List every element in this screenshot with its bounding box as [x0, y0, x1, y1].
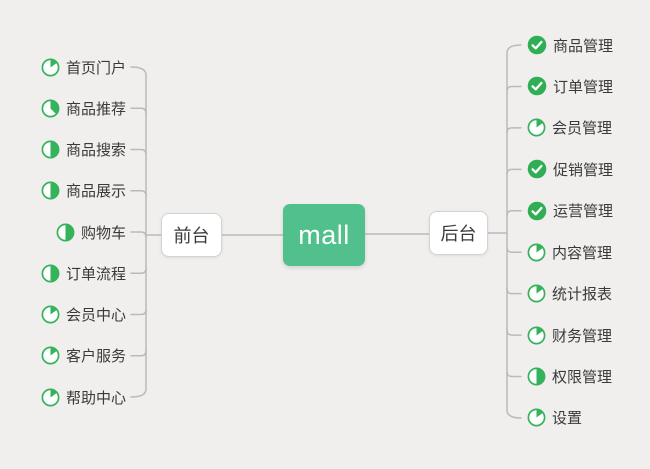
branch-node-right[interactable]: 促销管理	[527, 158, 613, 180]
progress-pie-icon	[41, 305, 60, 324]
progress-pie-icon	[56, 223, 75, 241]
node-label: 运营管理	[553, 203, 614, 221]
branch-node-right[interactable]: 会员管理	[527, 117, 612, 139]
progress-pie-icon	[41, 264, 60, 283]
node-label: 财务管理	[552, 327, 613, 345]
node-label: 购物车	[80, 224, 126, 242]
progress-pie-icon	[41, 388, 60, 406]
branch-node-left[interactable]: 购物车	[56, 221, 126, 243]
progress-pie-icon	[527, 409, 546, 427]
branch-node-left[interactable]: 会员中心	[41, 304, 126, 326]
branch-node-left[interactable]: 首页门户	[41, 56, 126, 78]
branch-node-left[interactable]: 商品搜索	[41, 139, 126, 161]
branch-node-right[interactable]: 设置	[527, 407, 582, 429]
node-label: 商品展示	[65, 183, 126, 201]
node-label: 促销管理	[553, 161, 614, 179]
node-label: 订单管理	[553, 78, 614, 96]
branch-node-left[interactable]: 订单流程	[41, 262, 126, 284]
node-label: 商品管理	[553, 37, 614, 55]
branch-node-left[interactable]: 帮助中心	[41, 386, 126, 408]
node-label: 设置	[552, 410, 583, 428]
node-label: 帮助中心	[65, 389, 126, 407]
progress-pie-icon	[41, 140, 60, 159]
node-label: 客户服务	[65, 348, 126, 366]
node-backend[interactable]: 后台	[429, 211, 488, 255]
node-mall-label: mall	[298, 219, 350, 250]
check-circle-icon	[527, 77, 547, 96]
progress-pie-icon	[527, 326, 546, 345]
progress-pie-icon	[41, 99, 60, 118]
check-circle-icon	[527, 201, 547, 221]
branch-node-right[interactable]: 统计报表	[527, 283, 612, 305]
node-label: 权限管理	[552, 369, 613, 387]
node-backend-label: 后台	[440, 224, 477, 244]
progress-pie-icon	[41, 58, 60, 76]
node-label: 会员中心	[65, 307, 126, 324]
branch-node-left[interactable]: 商品展示	[41, 180, 126, 202]
node-frontend-label: 前台	[173, 226, 210, 246]
node-mall-root[interactable]: mall	[283, 204, 365, 266]
node-label: 统计报表	[552, 286, 613, 304]
node-label: 内容管理	[552, 244, 613, 262]
progress-pie-icon	[41, 181, 60, 200]
branch-node-left[interactable]: 商品推荐	[41, 97, 126, 119]
progress-pie-icon	[527, 284, 546, 303]
progress-pie-icon	[41, 346, 60, 365]
node-label: 会员管理	[552, 120, 613, 138]
check-circle-icon	[527, 35, 547, 55]
branch-node-right[interactable]: 运营管理	[527, 200, 613, 222]
node-label: 商品搜索	[65, 142, 126, 159]
node-label: 商品推荐	[65, 100, 126, 118]
check-circle-icon	[527, 160, 547, 179]
progress-pie-icon	[527, 367, 546, 386]
branch-node-right[interactable]: 商品管理	[527, 34, 613, 56]
node-label: 首页门户	[65, 59, 126, 77]
branch-node-right[interactable]: 内容管理	[527, 241, 612, 263]
progress-pie-icon	[527, 118, 546, 137]
branch-node-right[interactable]: 订单管理	[527, 75, 613, 97]
branch-node-right[interactable]: 权限管理	[527, 366, 612, 388]
branch-node-right[interactable]: 财务管理	[527, 324, 612, 346]
node-label: 订单流程	[65, 265, 126, 283]
node-frontend[interactable]: 前台	[161, 213, 222, 257]
branch-node-left[interactable]: 客户服务	[41, 345, 126, 367]
progress-pie-icon	[527, 243, 546, 262]
